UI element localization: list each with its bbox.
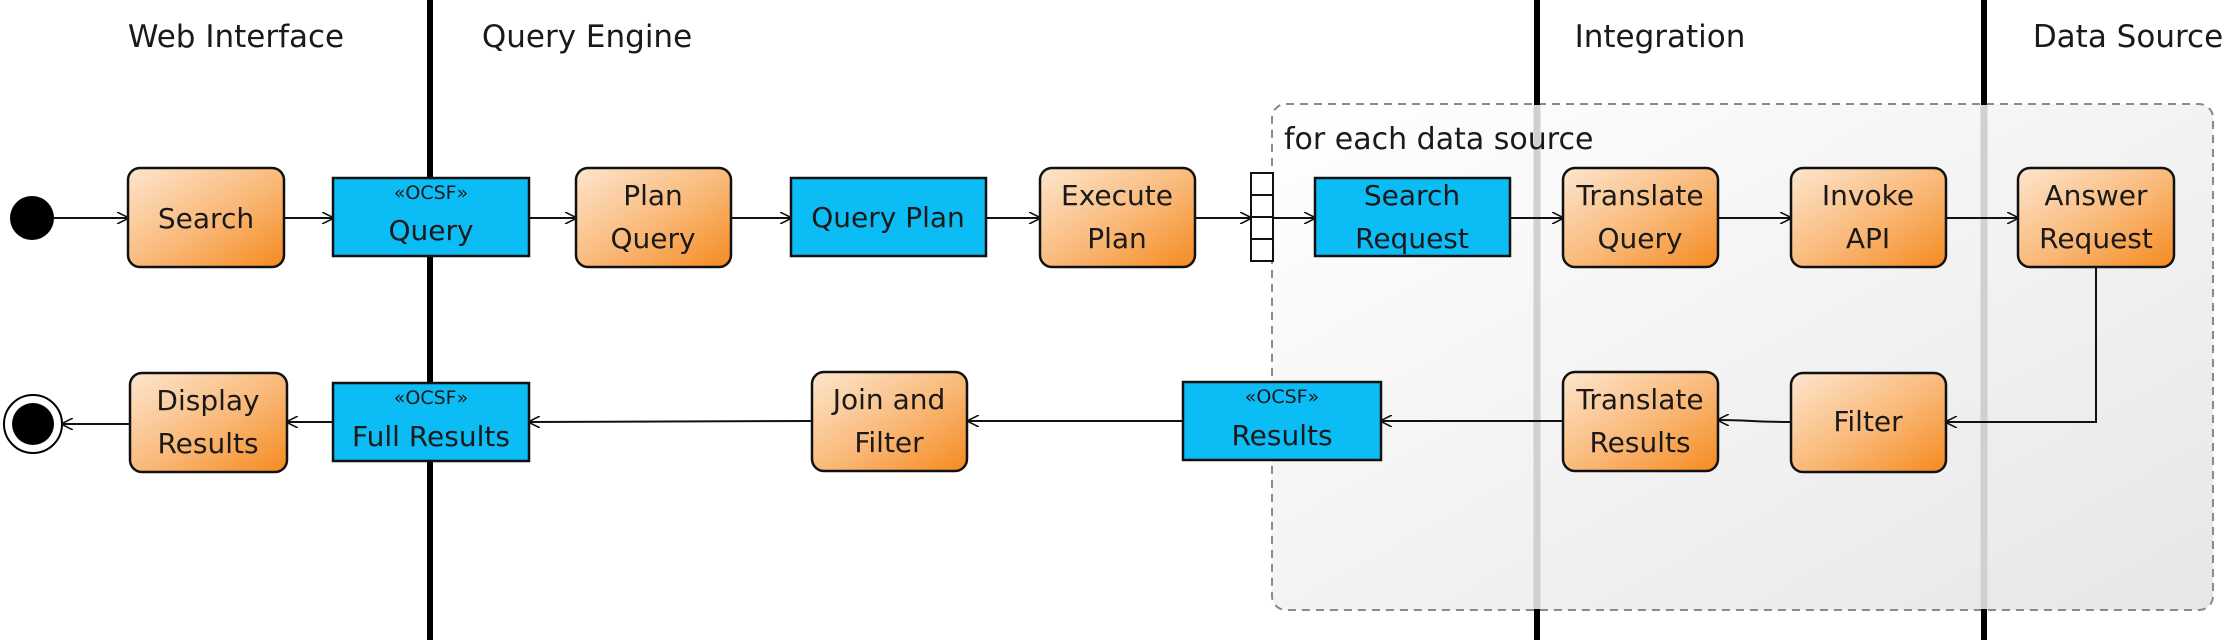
- object-full-results: «OCSF» Full Results: [331, 381, 531, 463]
- action-filter: Filter: [1789, 371, 1948, 474]
- object-search-request: Search Request: [1313, 176, 1512, 258]
- action-answer-request: Answer Request: [2016, 166, 2176, 269]
- object-full-results-label: Full Results: [352, 420, 510, 453]
- object-full-results-stereotype: «OCSF»: [394, 387, 468, 409]
- action-invoke-api-line1: Invoke: [1822, 179, 1914, 212]
- action-join-and-filter: Join and Filter: [810, 370, 969, 473]
- object-results-stereotype: «OCSF»: [1245, 386, 1319, 408]
- region-label: for each data source: [1284, 122, 1593, 157]
- object-query-plan-label: Query Plan: [811, 201, 965, 234]
- object-query-label: Query: [388, 214, 473, 247]
- flows: [54, 218, 2097, 424]
- object-query-plan: Query Plan: [789, 176, 988, 258]
- action-join-and-filter-line2: Filter: [854, 426, 924, 459]
- flow-answer-to-filter: [1946, 267, 2097, 422]
- object-results: «OCSF» Results: [1181, 380, 1383, 462]
- action-translate-results: Translate Results: [1561, 370, 1720, 473]
- action-plan-query: Plan Query: [574, 166, 733, 269]
- lane-title-data-source: Data Source: [2033, 19, 2223, 55]
- action-plan-query-line1: Plan: [623, 179, 683, 212]
- action-translate-query: Translate Query: [1561, 166, 1720, 269]
- flow-filter-to-translateresults: [1718, 420, 1792, 422]
- action-invoke-api: Invoke API: [1789, 166, 1948, 269]
- action-search: Search: [126, 166, 286, 269]
- object-query-stereotype: «OCSF»: [394, 182, 468, 204]
- action-answer-request-line2: Request: [2039, 222, 2153, 255]
- action-filter-label: Filter: [1833, 405, 1903, 438]
- action-execute-plan-line1: Execute: [1061, 179, 1173, 212]
- object-search-request-line1: Search: [1364, 179, 1460, 212]
- action-invoke-api-line2: API: [1846, 222, 1890, 255]
- action-display-results-line2: Results: [157, 427, 258, 460]
- action-search-label: Search: [158, 202, 254, 235]
- action-translate-query-line2: Query: [1597, 222, 1682, 255]
- object-results-label: Results: [1231, 419, 1332, 452]
- initial-node: [10, 196, 54, 240]
- lane-title-integration: Integration: [1575, 19, 1746, 55]
- action-join-and-filter-line1: Join and: [831, 383, 946, 416]
- lane-title-query-engine: Query Engine: [482, 19, 692, 55]
- action-translate-query-line1: Translate: [1575, 179, 1703, 212]
- object-query: «OCSF» Query: [331, 176, 531, 258]
- action-display-results-line1: Display: [156, 384, 259, 417]
- object-search-request-line2: Request: [1355, 222, 1469, 255]
- final-node-inner: [12, 403, 54, 445]
- expansion-node: [1250, 172, 1274, 262]
- action-display-results: Display Results: [128, 371, 289, 474]
- lane-title-web-interface: Web Interface: [128, 19, 344, 55]
- action-translate-results-line1: Translate: [1575, 383, 1703, 416]
- action-answer-request-line1: Answer: [2044, 179, 2148, 212]
- action-execute-plan: Execute Plan: [1038, 166, 1197, 269]
- flow-join-to-fullresults: [529, 421, 813, 422]
- action-plan-query-line2: Query: [610, 222, 695, 255]
- action-execute-plan-line2: Plan: [1087, 222, 1147, 255]
- action-translate-results-line2: Results: [1589, 426, 1690, 459]
